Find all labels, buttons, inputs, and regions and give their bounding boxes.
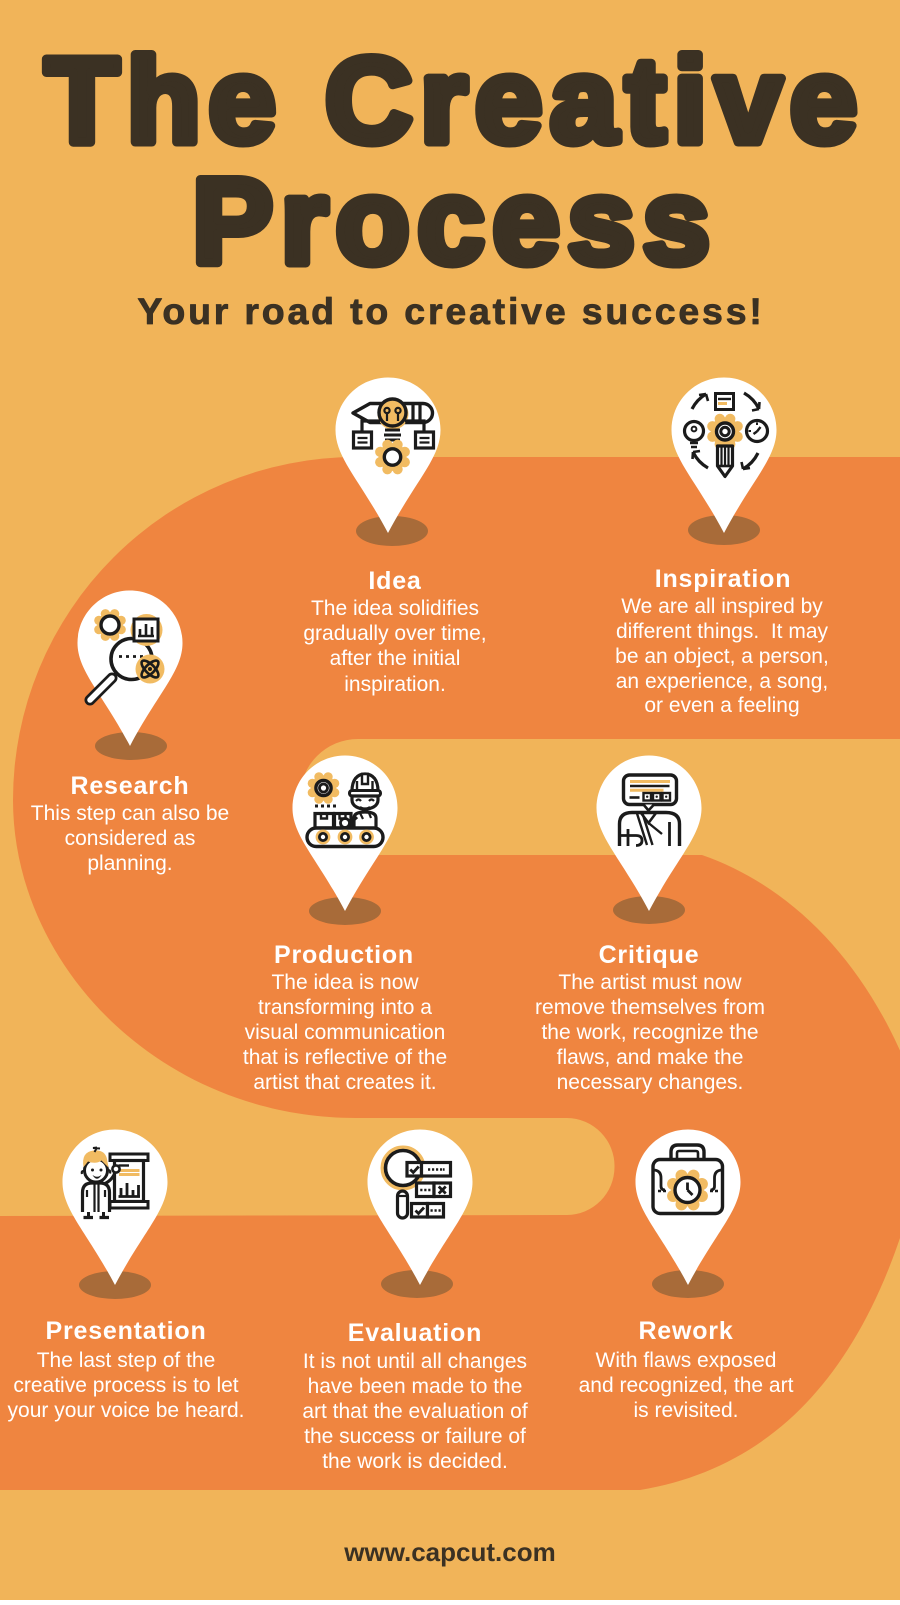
- svg-text:This step can also be: This step can also be: [31, 802, 229, 825]
- svg-text:Your road to creative success!: Your road to creative success!: [137, 290, 764, 332]
- svg-text:and recognized, the art: and recognized, the art: [579, 1374, 794, 1397]
- svg-text:different things. It may: different things. It may: [616, 620, 829, 643]
- svg-text:Evaluation: Evaluation: [348, 1319, 482, 1347]
- svg-text:The last step of the: The last step of the: [37, 1349, 216, 1372]
- svg-text:Rework: Rework: [638, 1317, 733, 1345]
- svg-text:visual communication: visual communication: [245, 1021, 446, 1044]
- svg-text:art that the evaluation of: art that the evaluation of: [302, 1400, 527, 1423]
- svg-text:after the initial: after the initial: [330, 647, 461, 670]
- svg-text:Critique: Critique: [599, 941, 700, 969]
- svg-text:It is not until all changes: It is not until all changes: [303, 1350, 527, 1373]
- svg-text:Production: Production: [274, 941, 414, 969]
- svg-text:is revisited.: is revisited.: [633, 1399, 738, 1422]
- svg-text:flaws, and make the: flaws, and make the: [557, 1046, 744, 1069]
- svg-text:have been made to the: have been made to the: [308, 1375, 523, 1398]
- svg-text:gradually over time,: gradually over time,: [303, 622, 486, 645]
- svg-text:www.capcut.com: www.capcut.com: [343, 1537, 555, 1567]
- svg-text:your your voice be heard.: your your voice be heard.: [8, 1399, 245, 1422]
- svg-text:the work, recognize the: the work, recognize the: [541, 1021, 758, 1044]
- svg-text:We are all inspired by: We are all inspired by: [621, 595, 823, 618]
- svg-text:an experience, a song,: an experience, a song,: [616, 670, 828, 693]
- svg-text:Inspiration: Inspiration: [655, 565, 792, 593]
- svg-text:The Creative: The Creative: [45, 32, 865, 168]
- svg-text:With flaws exposed: With flaws exposed: [596, 1349, 777, 1372]
- svg-text:considered as: considered as: [65, 827, 196, 850]
- svg-text:the success or failure of: the success or failure of: [304, 1425, 526, 1448]
- svg-text:Process: Process: [192, 153, 717, 289]
- svg-text:The idea solidifies: The idea solidifies: [311, 597, 479, 620]
- svg-text:necessary changes.: necessary changes.: [557, 1071, 744, 1094]
- svg-text:inspiration.: inspiration.: [344, 673, 446, 696]
- svg-text:be an object, a person,: be an object, a person,: [615, 645, 829, 668]
- svg-text:Research: Research: [71, 772, 190, 800]
- svg-text:artist that creates it.: artist that creates it.: [253, 1071, 436, 1094]
- svg-text:The idea is now: The idea is now: [271, 971, 419, 994]
- svg-text:planning.: planning.: [87, 852, 172, 875]
- svg-text:creative process is to let: creative process is to let: [13, 1374, 238, 1397]
- svg-text:remove themselves from: remove themselves from: [535, 996, 765, 1019]
- svg-text:The artist must now: The artist must now: [558, 971, 742, 994]
- svg-text:that is reflective of the: that is reflective of the: [243, 1046, 447, 1069]
- svg-text:transforming into a: transforming into a: [258, 996, 432, 1019]
- svg-text:Idea: Idea: [368, 567, 422, 595]
- svg-text:the work is decided.: the work is decided.: [322, 1450, 508, 1473]
- svg-text:Presentation: Presentation: [45, 1317, 206, 1345]
- svg-text:or even a feeling: or even a feeling: [644, 694, 799, 717]
